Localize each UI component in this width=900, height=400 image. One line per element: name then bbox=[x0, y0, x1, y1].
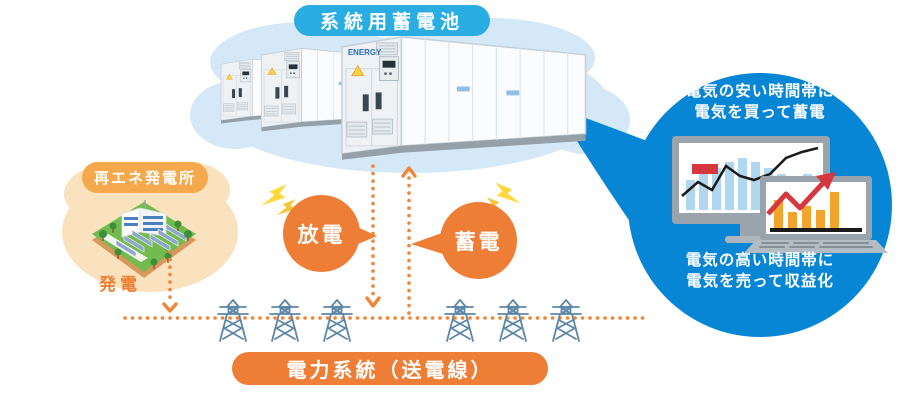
transmission-tower-icon bbox=[217, 299, 249, 342]
sell-high-line1: 電気の高い時間帯に bbox=[685, 252, 835, 269]
laptop-chart-icon bbox=[744, 172, 888, 253]
dotted-up-arrow-icon bbox=[401, 166, 417, 178]
transmission-tower-icon bbox=[269, 299, 301, 342]
transmission-tower-icon bbox=[550, 299, 582, 342]
transmission-tower-icon bbox=[444, 299, 476, 342]
dotted-down-arrow-icon bbox=[365, 296, 381, 308]
lightning-bolt-icon bbox=[486, 182, 521, 213]
trading-devices-illustration bbox=[672, 136, 888, 253]
battery-title-pill: 系統用蓄電池 bbox=[294, 5, 490, 36]
dotted-down-arrow-icon bbox=[162, 302, 178, 313]
transmission-tower-icon bbox=[497, 299, 529, 342]
generation-label: 発電 bbox=[99, 275, 141, 294]
grid-banner: 電力系統（送電線） bbox=[232, 352, 548, 385]
discharge-bubble: 放電 bbox=[283, 195, 360, 272]
sell-high-text: 電気の高い時間帯に 電気を売って収益化 bbox=[638, 251, 882, 293]
buy-low-line1: 電気の安い時間帯に bbox=[685, 83, 835, 100]
buy-low-text: 電気の安い時間帯に 電気を買って蓄電 bbox=[638, 82, 882, 124]
buy-low-line2: 電気を買って蓄電 bbox=[694, 103, 826, 121]
renewable-plant-pill: 再エネ発電所 bbox=[82, 162, 208, 193]
transmission-tower-icon bbox=[321, 299, 353, 342]
lightning-bolt-icon bbox=[261, 184, 296, 215]
battery-containers-illustration: ENERGY bbox=[220, 36, 587, 161]
solar-plant-illustration bbox=[92, 200, 196, 278]
plant-building bbox=[121, 200, 167, 238]
sell-high-line2: 電気を売って収益化 bbox=[686, 272, 834, 290]
container-logo-text: ENERGY bbox=[348, 48, 382, 57]
solar-panels bbox=[115, 223, 187, 258]
charge-bubble: 蓄電 bbox=[440, 202, 517, 279]
